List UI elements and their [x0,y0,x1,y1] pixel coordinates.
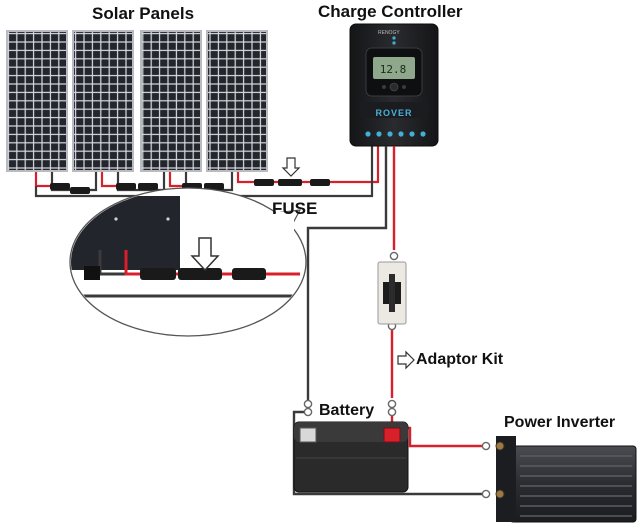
controller-terminal-leds [365,131,426,137]
controller-lcd-screen [373,57,415,79]
power-inverter-label: Power Inverter [504,414,616,431]
ring-terminals [303,251,491,499]
charge-controller-device [349,23,439,147]
battery-label: Battery [319,402,375,419]
solar-panel-2 [72,30,134,172]
controller-model-text: ROVER [375,108,413,118]
power-inverter-device [495,436,637,523]
solar-panel-1 [6,30,68,172]
adaptor-kit-fuse-holder [377,261,407,325]
solar-panel-4 [206,30,268,172]
fuse-zoom-callout [69,187,307,337]
charge-controller-label: Charge Controller [318,2,463,21]
fuse-arrow-small-icon [281,157,301,177]
solar-panels-label: Solar Panels [92,4,195,23]
controller-brand-text: RENOGY [378,30,400,36]
controller-display-value: 12.8 [379,63,407,76]
fuse-arrow-large-icon [190,237,220,272]
adaptor-kit-label: Adaptor Kit [416,351,504,368]
battery-negative-terminal [299,427,317,443]
adaptor-kit-arrow-icon [397,350,415,370]
fuse-label: FUSE [272,199,318,218]
battery-device [293,421,409,493]
solar-panel-array [6,30,268,172]
battery-positive-terminal [383,427,401,443]
solar-panel-3 [140,30,202,172]
